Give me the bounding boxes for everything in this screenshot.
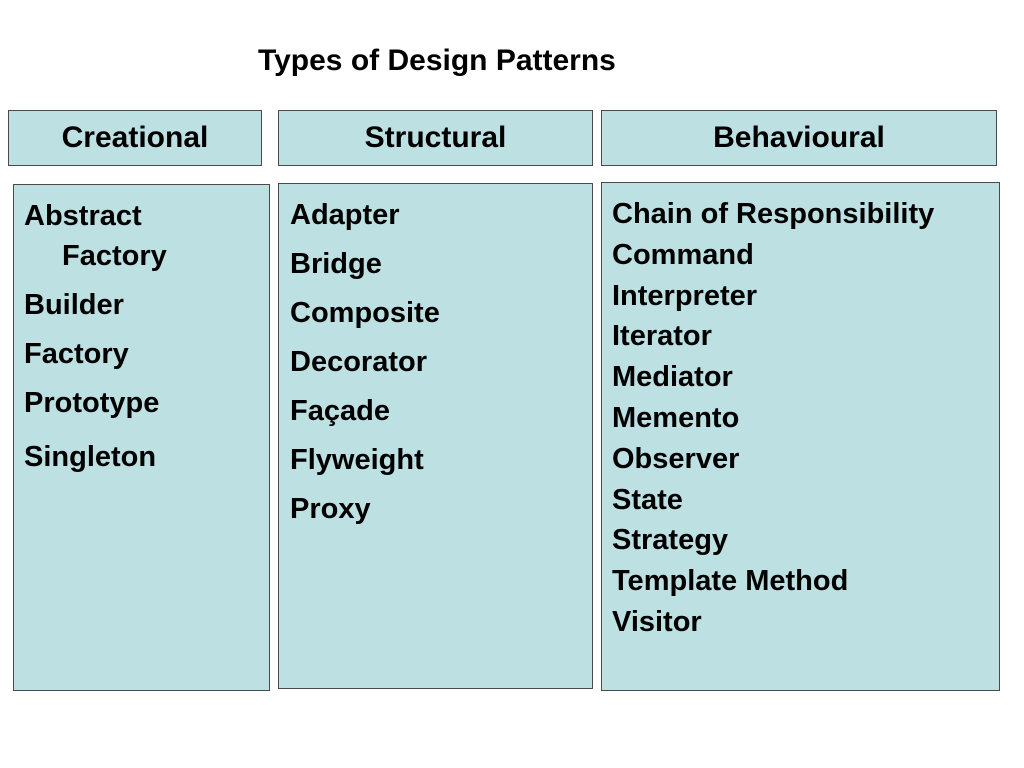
list-item: Singleton — [24, 441, 157, 473]
list-item: Observer — [612, 442, 740, 475]
category-header-label: Creational — [61, 121, 209, 154]
list-item: Mediator — [612, 361, 733, 394]
list-item: Memento — [612, 401, 740, 434]
list-item: Proxy — [290, 493, 371, 525]
list-item: Façade — [290, 395, 390, 427]
list-item: Chain of Responsibility — [612, 198, 935, 230]
category-header-label: Structural — [364, 121, 507, 154]
pattern-list-behavioural: Chain of Responsibility Command Interpre… — [601, 182, 1000, 691]
category-header-creational: Creational — [8, 110, 262, 166]
list-item: Flyweight — [290, 444, 424, 476]
list-item: Prototype — [24, 387, 160, 419]
list-item: Interpreter — [612, 279, 758, 312]
list-item: Builder — [24, 289, 124, 321]
pattern-list-structural: Adapter Bridge Composite Decorator Façad… — [278, 183, 593, 689]
page-title: Types of Design Patterns — [258, 44, 616, 77]
category-header-behavioural: Behavioural — [601, 110, 997, 166]
list-item: Visitor — [612, 605, 702, 638]
list-item: Template Method — [612, 565, 849, 598]
list-item: Iterator — [612, 320, 712, 353]
category-header-label: Behavioural — [713, 121, 885, 154]
list-item: Command — [612, 238, 754, 271]
category-header-structural: Structural — [278, 110, 593, 166]
list-item: Abstract Factory — [24, 200, 167, 272]
list-item: Adapter — [290, 199, 400, 231]
list-item: Composite — [290, 297, 440, 329]
list-item: Decorator — [290, 346, 427, 378]
list-item: Factory — [24, 338, 129, 370]
pattern-list-creational: Abstract Factory Builder Factory Prototy… — [13, 184, 270, 691]
list-item: State — [612, 483, 683, 516]
list-item: Strategy — [612, 524, 729, 557]
list-item: Bridge — [290, 248, 382, 280]
